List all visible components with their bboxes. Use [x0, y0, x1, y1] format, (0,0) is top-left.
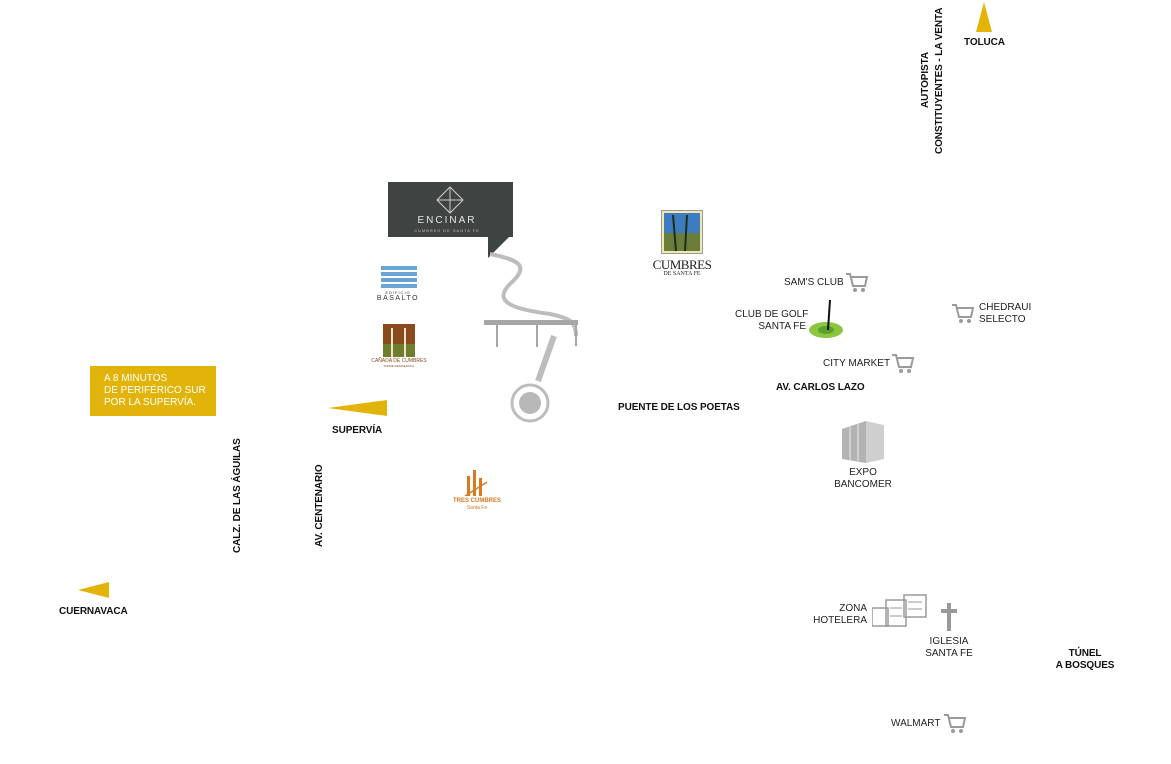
chedraui-line-2: SELECTO — [979, 314, 1026, 325]
cumbres-name: CUMBRES — [652, 257, 712, 272]
hotel-icon — [872, 594, 927, 627]
direction-cuernavaca: CUERNAVACA — [59, 606, 128, 617]
golf-flag-icon — [809, 300, 843, 338]
poi-club-golf: CLUB DE GOLF SANTA FE — [735, 309, 809, 333]
road-label-calz-aguilas: CALZ. DE LAS ÁGUILAS — [232, 438, 243, 553]
encinar-subtitle: CUMBRES DE SANTA FE — [414, 228, 480, 233]
direction-supervia: SUPERVÍA — [332, 425, 383, 436]
supervia-callout: A 8 MINUTOS DE PERIFÉRICO SUR POR LA SUP… — [90, 366, 216, 416]
tres-cumbres-name: TRES CUMBRES — [452, 498, 501, 504]
cart-icon — [846, 273, 869, 292]
tunel-line-1: TÚNEL — [1068, 648, 1102, 659]
road-label-puente-poetas: PUENTE DE LOS POETAS — [618, 402, 740, 413]
road-label-autopista: AUTOPISTA — [920, 52, 931, 108]
cumbres-subtitle: DE SANTA FE — [663, 271, 701, 277]
cart-icon — [892, 354, 915, 373]
direction-arrow-icon — [328, 400, 387, 416]
poi-expo-bancomer: EXPO BANCOMER — [830, 467, 896, 491]
poi-chedraui: CHEDRAUI SELECTO — [979, 302, 1031, 326]
direction-tunel-bosques: TÚNEL A BOSQUES — [1055, 648, 1115, 672]
zona-line-1: ZONA — [839, 603, 867, 614]
tres-cumbres-subtitle: Santa Fe — [466, 505, 488, 511]
encinar-marker[interactable]: ENCINAR CUMBRES DE SANTA FE — [388, 182, 513, 237]
poi-zona-hotelera: ZONA HOTELERA — [812, 603, 867, 627]
canada-subtitle: TORRE RESIDENCIAL — [383, 364, 415, 368]
direction-arrow-icon — [78, 582, 109, 598]
basalto-name: BASALTO — [376, 295, 420, 302]
cross-icon — [941, 603, 957, 631]
road-label-carlos-lazo: AV. CARLOS LAZO — [776, 382, 865, 393]
iglesia-line-2: SANTA FE — [925, 648, 973, 659]
golf-line-2: SANTA FE — [758, 321, 806, 332]
tunel-line-2: A BOSQUES — [1055, 660, 1115, 671]
basalto-logo-icon — [381, 266, 417, 288]
callout-line-2: DE PERIFÉRICO SUR — [104, 385, 206, 396]
canada-name: CAÑADA DE CUMBRES — [371, 358, 427, 364]
cart-icon — [952, 304, 975, 323]
basalto-subtitle: EDIFICIO — [385, 290, 411, 295]
golf-line-1: CLUB DE GOLF — [735, 309, 809, 320]
poi-sams-club: SAM'S CLUB — [784, 277, 844, 288]
encinar-name: ENCINAR — [417, 215, 477, 226]
expo-line-1: EXPO — [849, 467, 877, 478]
encinar-logo-icon — [436, 186, 464, 214]
tres-cumbres-logo-icon — [464, 470, 488, 496]
poi-iglesia: IGLESIA SANTA FE — [918, 636, 980, 660]
callout-line-3: POR LA SUPERVÍA. — [104, 397, 197, 408]
poi-city-market: CITY MARKET — [823, 358, 891, 369]
cart-icon — [944, 714, 967, 733]
expo-line-2: BANCOMER — [834, 479, 892, 490]
road-label-av-centenario: AV. CENTENARIO — [314, 464, 325, 547]
cumbres-logo-icon — [661, 210, 703, 254]
zona-line-2: HOTELERA — [813, 615, 867, 626]
direction-toluca: TOLUCA — [964, 37, 1005, 48]
route-path — [484, 236, 578, 423]
poi-walmart: WALMART — [891, 718, 941, 729]
canada-logo-icon — [383, 324, 415, 357]
chedraui-line-1: CHEDRAUI — [979, 302, 1032, 313]
road-label-constituyentes: CONSTITUYENTES - LA VENTA — [934, 7, 945, 154]
building-icon — [842, 421, 884, 463]
callout-line-1: A 8 MINUTOS — [104, 373, 168, 384]
iglesia-line-1: IGLESIA — [929, 636, 969, 647]
direction-arrow-icon — [976, 2, 992, 32]
